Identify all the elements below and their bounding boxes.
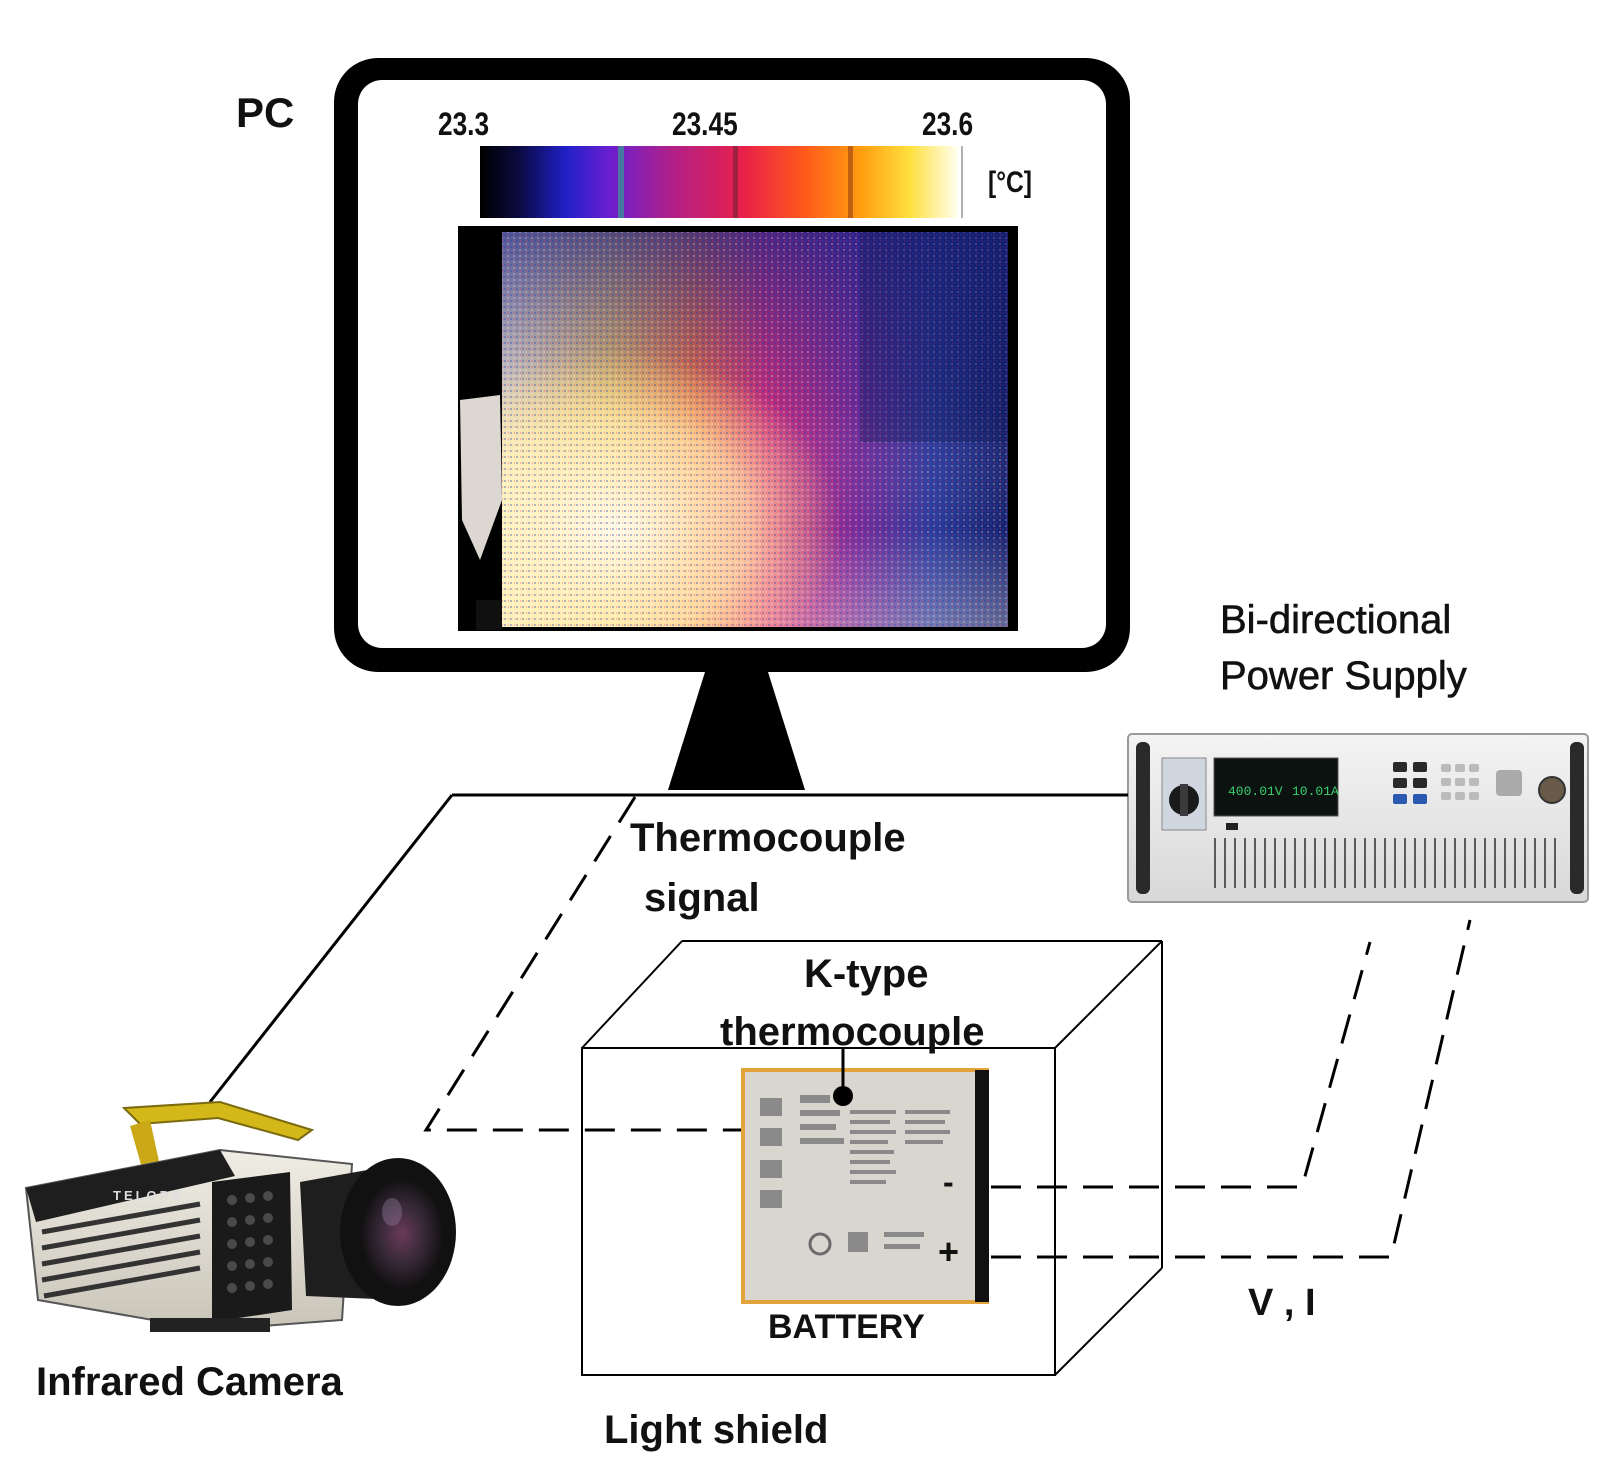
thermocouple-signal-label-line1: Thermocouple (630, 816, 906, 860)
thermocouple-signal-label-line2: signal (644, 876, 760, 920)
colorbar-mid-label: 23.45 (672, 106, 738, 142)
power-supply: 400.01V 10.01A (1127, 733, 1589, 903)
thermocouple-signal-line (423, 796, 742, 1132)
dashed-connections (423, 796, 1472, 1259)
negative-lead-line (991, 941, 1372, 1189)
camera-vents (41, 1201, 201, 1299)
ps-current-readout: 10.01A (1292, 784, 1339, 799)
colorbar-unit-label: [°C] (988, 166, 1032, 199)
battery-cell (741, 1048, 989, 1304)
solid-connections (208, 793, 1128, 1103)
colorbar-min-label: 23.3 (438, 106, 490, 142)
ktype-label-line1: K-type (804, 952, 929, 996)
pc-to-camera-line (208, 794, 454, 1103)
camera-brand: TELOPS (113, 1188, 183, 1203)
monitor-stand (668, 672, 805, 790)
vi-label: V , I (1248, 1282, 1316, 1324)
ps-keypad (1393, 762, 1522, 804)
battery-plus-label: + (938, 1231, 960, 1272)
camera-front-holes (227, 1191, 273, 1293)
power-supply-label-line2: Power Supply (1220, 654, 1467, 698)
thermal-image (458, 226, 1018, 631)
ps-vents (1214, 838, 1556, 888)
power-supply-label-line1: Bi-directional (1220, 598, 1452, 642)
thermocouple-junction (833, 1086, 853, 1106)
battery-minus-label: - (943, 1164, 954, 1200)
ktype-label-line2: thermocouple (720, 1010, 985, 1054)
battery-label: BATTERY (768, 1308, 925, 1346)
pc-label: PC (236, 89, 295, 136)
ps-knob (1538, 776, 1566, 804)
infrared-camera: TELOPS (24, 1100, 456, 1332)
light-shield-box (581, 940, 1163, 1376)
battery-label-print (760, 1095, 950, 1256)
colorbar-max-label: 23.6 (922, 106, 974, 142)
ps-voltage-readout: 400.01V (1228, 784, 1283, 799)
light-shield-label: Light shield (604, 1408, 829, 1452)
infrared-camera-label: Infrared Camera (36, 1360, 343, 1404)
positive-lead-line (991, 919, 1472, 1259)
temperature-colorbar (480, 146, 963, 218)
